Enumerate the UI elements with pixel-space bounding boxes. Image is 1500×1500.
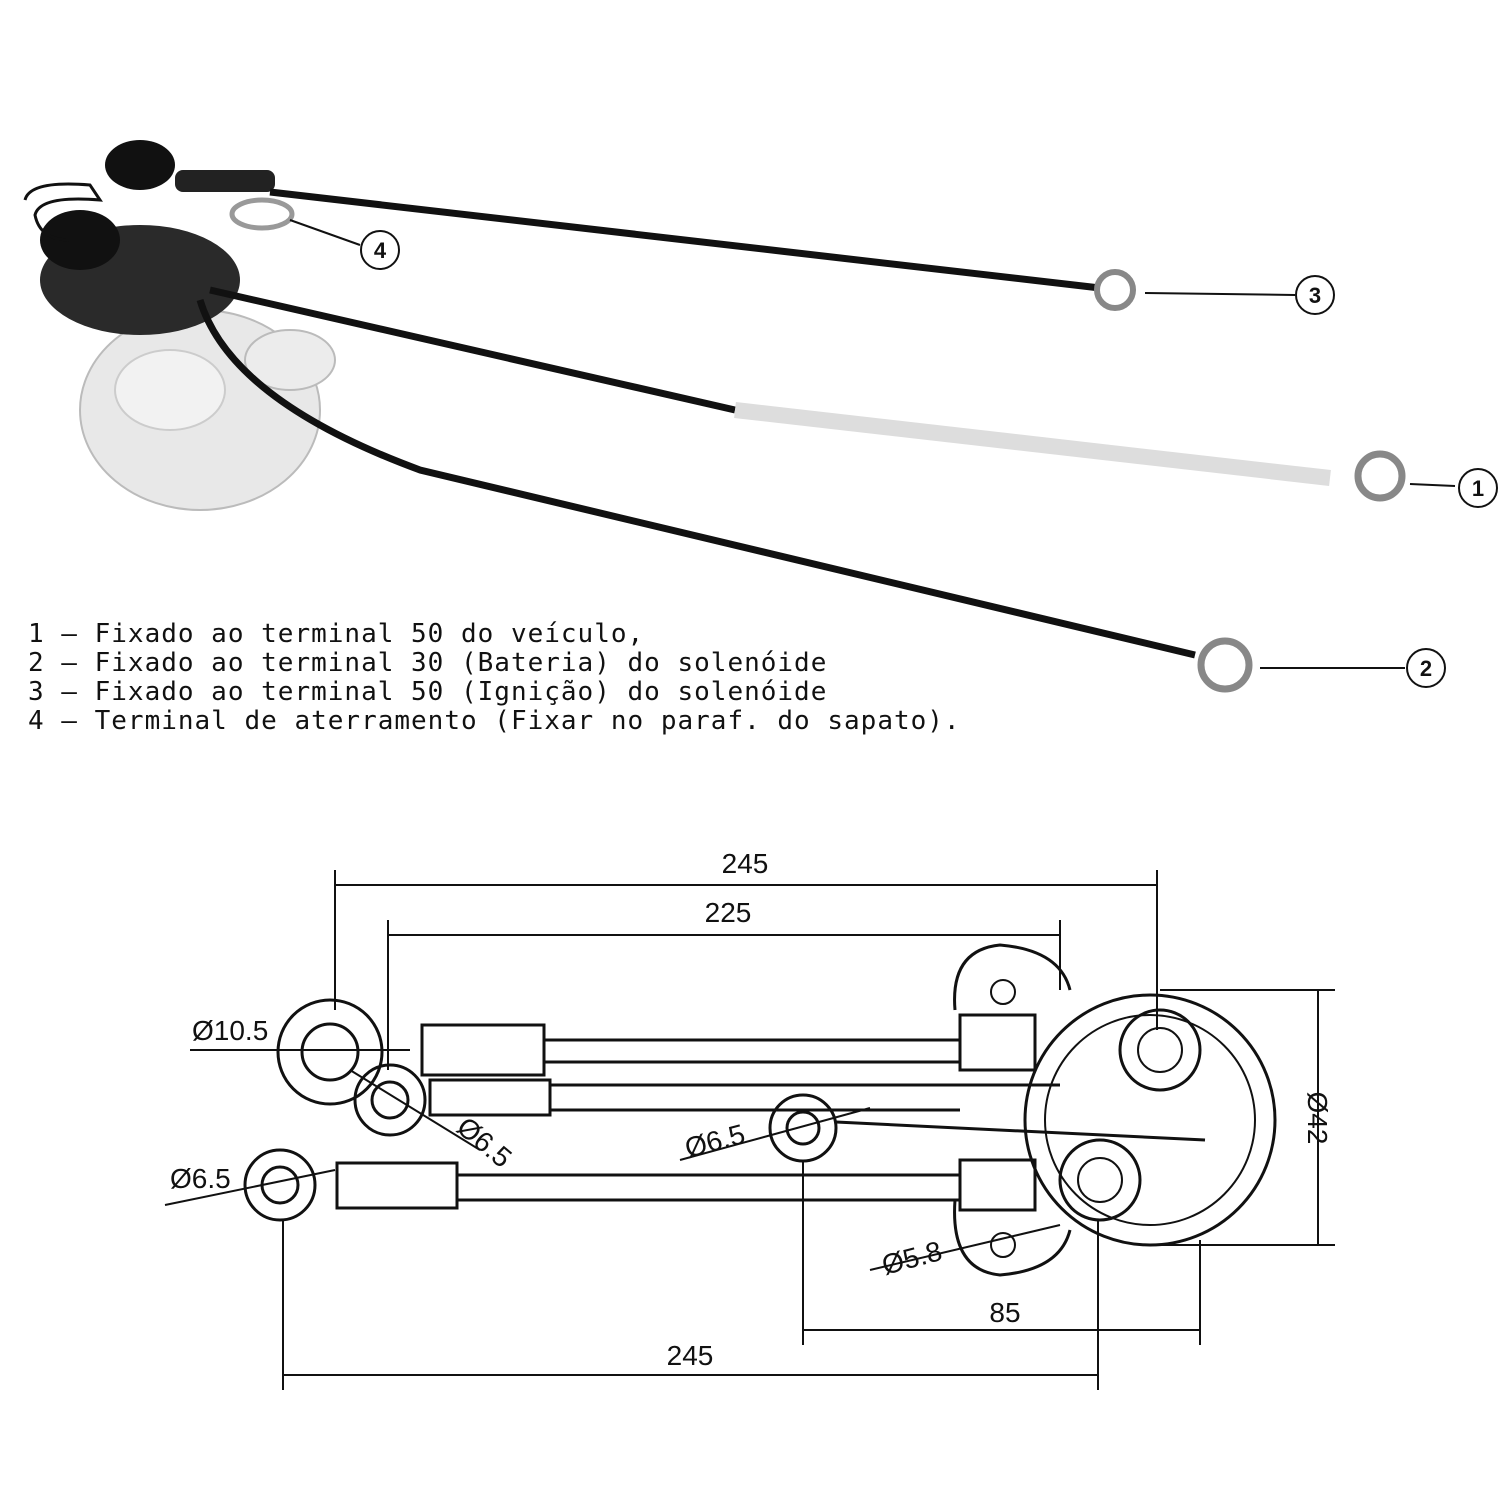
dimension-top-245: 245 xyxy=(334,848,1158,1030)
dimension-bottom-245: 245 xyxy=(282,1220,1099,1390)
callout-2: 2 xyxy=(1406,648,1446,688)
cable-1 xyxy=(209,286,1456,502)
harness-photo: 1 2 3 4 xyxy=(23,140,1498,693)
cable-terminal-small-c: Ø6.5 xyxy=(679,1093,1206,1164)
legend-item-2: 2 – Fixado ao terminal 30 (Bateria) do s… xyxy=(28,648,827,678)
svg-text:3: 3 xyxy=(1309,283,1321,308)
svg-text:Ø6.5: Ø6.5 xyxy=(682,1118,749,1164)
svg-text:245: 245 xyxy=(722,848,769,879)
callout-3: 3 xyxy=(1295,275,1335,315)
technical-drawing: 245 225 Ø42 xyxy=(164,848,1335,1390)
legend-item-3: 3 – Fixado ao terminal 50 (Ignição) do s… xyxy=(28,677,827,707)
callout-4: 4 xyxy=(360,230,400,270)
svg-text:1: 1 xyxy=(1472,476,1484,501)
legend-item-4: 4 – Terminal de aterramento (Fixar no pa… xyxy=(28,706,961,736)
svg-text:225: 225 xyxy=(705,897,752,928)
callout-1: 1 xyxy=(1458,468,1498,508)
dimension-85: 85 xyxy=(802,1160,1201,1345)
svg-text:Ø6.5: Ø6.5 xyxy=(451,1111,517,1174)
cable-terminal-small-d: Ø6.5 xyxy=(164,1148,960,1222)
svg-text:Ø10.5: Ø10.5 xyxy=(192,1015,268,1046)
svg-text:4: 4 xyxy=(374,238,387,263)
dimension-diameter-42: Ø42 xyxy=(1160,989,1335,1246)
cable-3 xyxy=(269,188,1296,311)
ground-terminal-4 xyxy=(229,197,361,246)
legend-item-1: 1 – Fixado ao terminal 50 do veículo, xyxy=(28,619,644,649)
svg-text:Ø5.8: Ø5.8 xyxy=(879,1235,946,1281)
svg-text:Ø6.5: Ø6.5 xyxy=(170,1163,231,1194)
svg-text:2: 2 xyxy=(1420,656,1432,681)
svg-text:85: 85 xyxy=(989,1297,1020,1328)
svg-text:245: 245 xyxy=(667,1340,714,1371)
cable-2 xyxy=(196,298,1405,693)
dimension-225: 225 xyxy=(387,897,1061,1070)
cable-terminal-large: Ø10.5 xyxy=(190,998,960,1106)
solenoid-end-view xyxy=(953,943,1277,1277)
svg-text:Ø42: Ø42 xyxy=(1302,1092,1333,1145)
solenoid-body xyxy=(23,140,336,511)
legend: 1 – Fixado ao terminal 50 do veículo, 2 … xyxy=(28,619,961,736)
